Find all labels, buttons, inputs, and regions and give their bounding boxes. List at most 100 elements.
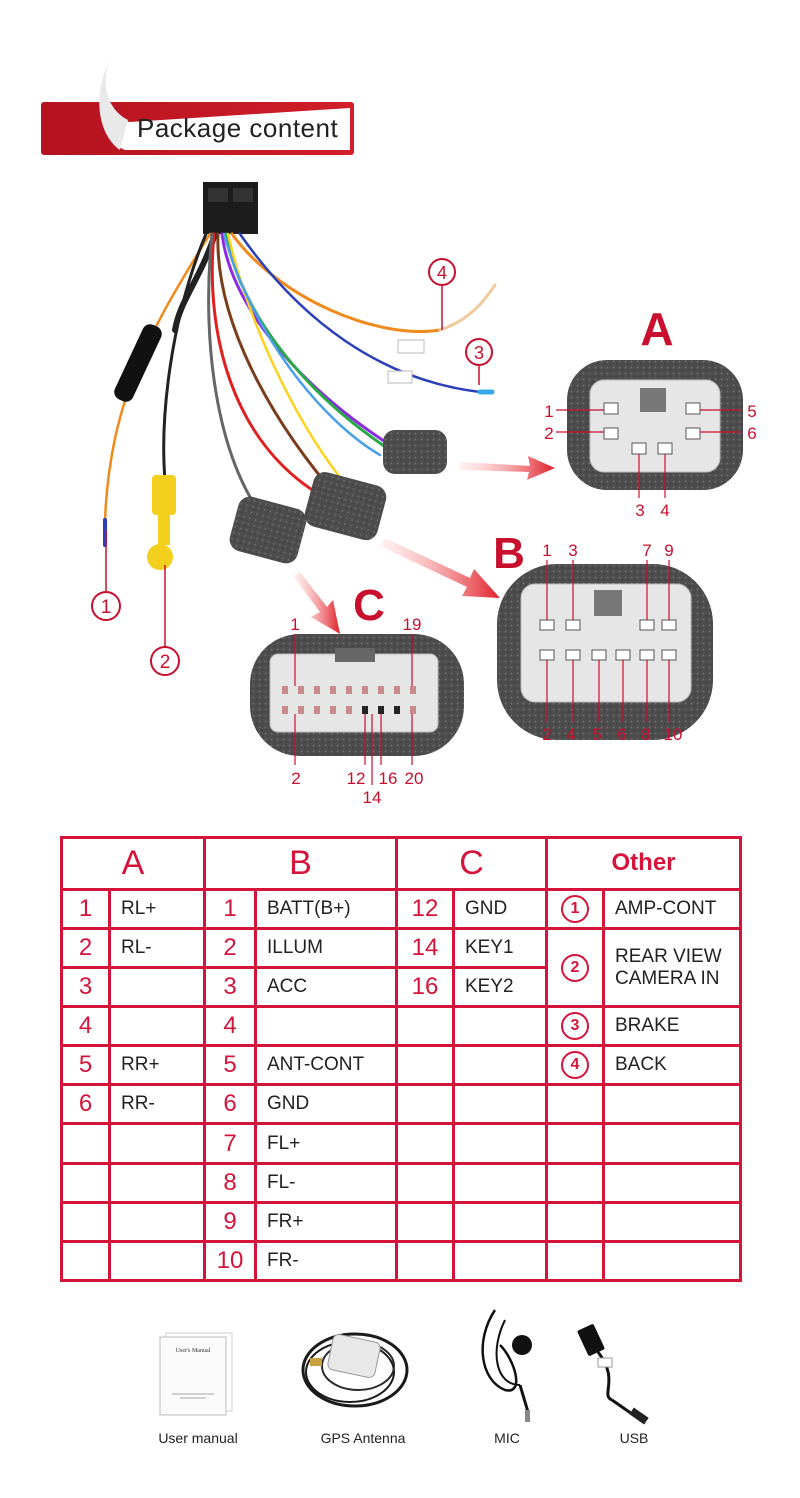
- b-pin-number: 8: [203, 1161, 257, 1204]
- b-pin-number: 3: [203, 966, 257, 1009]
- connector-a: A 1 2 3 4 5 6: [544, 303, 756, 520]
- b-pin-number: 2: [203, 926, 257, 970]
- other-number: [545, 1239, 605, 1283]
- a-pin-function: RR+: [108, 1044, 206, 1087]
- header-c: C: [395, 836, 548, 891]
- arrow-to-connector-b: [380, 538, 500, 598]
- pin-label-b-8: 8: [641, 725, 650, 744]
- c-pin-number: [395, 1161, 455, 1204]
- b-pin-function: GND: [254, 1083, 398, 1126]
- other-number: [545, 1083, 605, 1126]
- usb-cable-icon: [577, 1324, 649, 1425]
- a-pin-function: [108, 1005, 206, 1048]
- pin-label-b-4: 4: [566, 725, 575, 744]
- accessory-label-user-manual: User manual: [158, 1430, 238, 1446]
- b-pin-function: FR+: [254, 1200, 398, 1243]
- a-pin-number: 3: [60, 966, 111, 1009]
- table-row: 6 RR- 6 GND: [60, 1083, 743, 1126]
- accessory-label-usb: USB: [619, 1430, 649, 1446]
- b-pin-function: FL+: [254, 1122, 398, 1165]
- banner-title: Package content: [137, 113, 339, 143]
- a-pin-number: 5: [60, 1044, 111, 1087]
- a-pin-function: [108, 1122, 206, 1165]
- c-pin-number: [395, 1200, 455, 1243]
- pin-label-b-6: 6: [617, 725, 626, 744]
- pin-label-b-7: 7: [642, 541, 651, 560]
- other-number: [545, 1122, 605, 1165]
- a-pin-number: 2: [60, 926, 111, 970]
- table-row: 3 3 ACC 16 KEY2: [60, 966, 741, 1009]
- connector-b: B 1 2 3 4 5 6 7 8 9 10: [493, 529, 713, 744]
- table-row: 9 FR+: [60, 1200, 743, 1243]
- other-function: [601, 1200, 743, 1243]
- connector-b-letter: B: [493, 529, 525, 578]
- c-pin-function: KEY2: [452, 966, 548, 1009]
- c-pin-number: 16: [395, 966, 455, 1009]
- pin-label-c-19: 19: [403, 615, 422, 634]
- b-pin-number: 7: [203, 1122, 257, 1165]
- c-pin-number: [395, 1239, 455, 1283]
- c-pin-function: [452, 1122, 548, 1165]
- a-pin-function: [108, 966, 206, 1009]
- callout-1: 1: [91, 530, 121, 621]
- a-pin-number: [60, 1161, 111, 1204]
- b-pin-function: BATT(B+): [254, 887, 398, 930]
- circled-number: 4: [561, 1051, 589, 1080]
- table-row: 1 RL+ 1 BATT(B+) 12 GND 1 AMP-CONT: [60, 887, 743, 930]
- table-row: 8 FL-: [60, 1161, 743, 1204]
- pin-label-a-3: 3: [635, 501, 644, 520]
- callout-4-number: 4: [437, 263, 447, 283]
- a-pin-number: [60, 1239, 111, 1283]
- package-content-banner: [41, 60, 354, 155]
- other-function: [601, 1239, 743, 1283]
- a-pin-number: [60, 1200, 111, 1243]
- a-pin-function: [108, 1239, 206, 1283]
- callout-2: 2: [150, 565, 180, 676]
- a-pin-function: RL-: [108, 926, 206, 970]
- table-row: 7 FL+: [60, 1122, 743, 1165]
- b-pin-number: 1: [203, 887, 257, 930]
- pin-label-b-9: 9: [664, 541, 673, 560]
- other-number: 2: [545, 926, 605, 1009]
- b-pin-function: FL-: [254, 1161, 398, 1204]
- pin-label-b-5: 5: [592, 725, 601, 744]
- pin-label-c-16: 16: [379, 769, 398, 788]
- b-pin-function: ILLUM: [254, 926, 398, 970]
- pin-label-b-10: 10: [664, 725, 683, 744]
- b-pin-function: ACC: [254, 966, 398, 1009]
- other-function: BRAKE: [601, 1005, 743, 1048]
- b-pin-number: 6: [203, 1083, 257, 1126]
- table-row: 10 FR-: [60, 1239, 743, 1283]
- a-pin-number: 4: [60, 1005, 111, 1048]
- a-pin-function: [108, 1200, 206, 1243]
- gps-antenna-icon: [301, 1332, 409, 1408]
- c-pin-function: GND: [452, 887, 548, 930]
- c-pin-function: [452, 1161, 548, 1204]
- c-pin-number: [395, 1044, 455, 1087]
- c-pin-function: [452, 1044, 548, 1087]
- pin-assignment-table: A B C Other 1 RL+ 1 BATT(B+) 12 GND 1 AM…: [60, 836, 743, 1283]
- other-function: [601, 1122, 743, 1165]
- other-function: BACK: [601, 1044, 743, 1087]
- pin-label-a-2: 2: [544, 424, 553, 443]
- connector-c: C 1 2 12 14: [250, 581, 464, 807]
- c-pin-number: [395, 1083, 455, 1126]
- pin-label-b-1: 1: [542, 541, 551, 560]
- manual-cover-title: User's Manual: [176, 1348, 211, 1354]
- other-function: REAR VIEW CAMERA IN: [601, 926, 743, 1009]
- circled-number: 2: [561, 953, 589, 982]
- arrow-to-connector-a: [460, 456, 555, 480]
- table-header-row: A B C Other: [60, 836, 743, 891]
- other-number: [545, 1161, 605, 1204]
- other-function: AMP-CONT: [601, 887, 743, 930]
- pin-label-a-4: 4: [660, 501, 669, 520]
- a-pin-number: 6: [60, 1083, 111, 1126]
- header-b: B: [203, 836, 398, 891]
- callout-2-number: 2: [160, 652, 171, 673]
- microphone-icon: [481, 1309, 532, 1422]
- c-pin-function: [452, 1239, 548, 1283]
- pin-label-a-5: 5: [747, 402, 756, 421]
- wire-harness-illustration: [103, 182, 497, 570]
- other-number: 3: [545, 1005, 605, 1048]
